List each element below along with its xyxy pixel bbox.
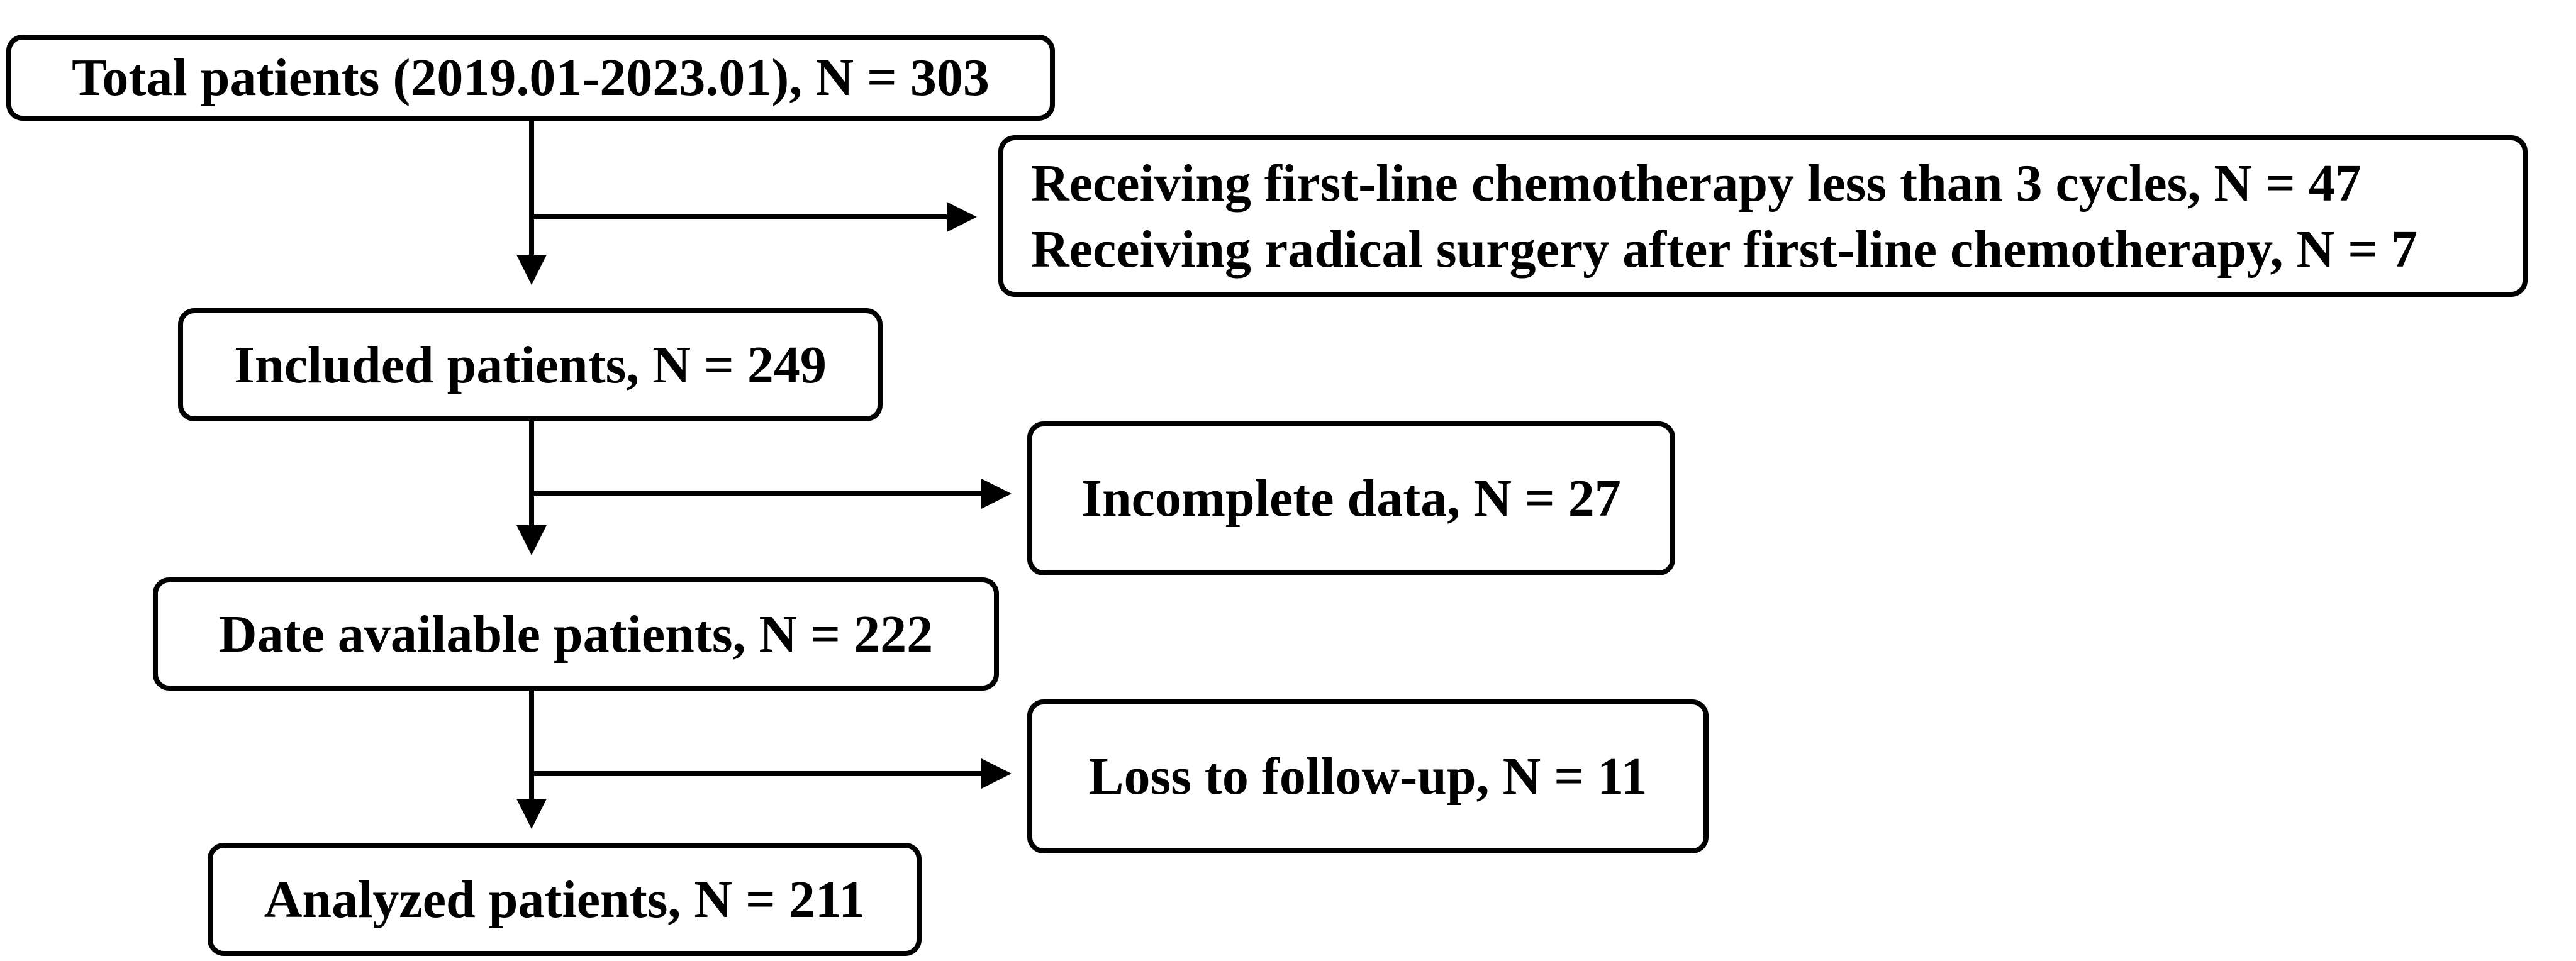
included-patients-label: Included patients, N = 249 <box>234 335 827 394</box>
exclusion-chemo-cycles-label: Receiving first-line chemotherapy less t… <box>1031 153 2361 213</box>
date-available-patients-label: Date available patients, N = 222 <box>218 604 934 664</box>
loss-to-follow-up-label: Loss to follow-up, N = 11 <box>1088 747 1648 806</box>
total-patients-box: Total patients (2019.01-2023.01), N = 30… <box>6 35 1055 121</box>
total-patients-label: Total patients (2019.01-2023.01), N = 30… <box>72 48 990 107</box>
loss-to-follow-up-box: Loss to follow-up, N = 11 <box>1027 699 1709 853</box>
analyzed-patients-box: Analyzed patients, N = 211 <box>208 843 922 956</box>
incomplete-data-label: Incomplete data, N = 27 <box>1081 469 1621 528</box>
included-patients-box: Included patients, N = 249 <box>178 308 883 421</box>
date-available-patients-box: Date available patients, N = 222 <box>153 577 999 691</box>
incomplete-data-box: Incomplete data, N = 27 <box>1027 421 1675 575</box>
exclusion-box-1: Receiving first-line chemotherapy less t… <box>998 135 2528 297</box>
exclusion-radical-surgery-label: Receiving radical surgery after first-li… <box>1031 219 2418 279</box>
analyzed-patients-label: Analyzed patients, N = 211 <box>264 870 866 929</box>
